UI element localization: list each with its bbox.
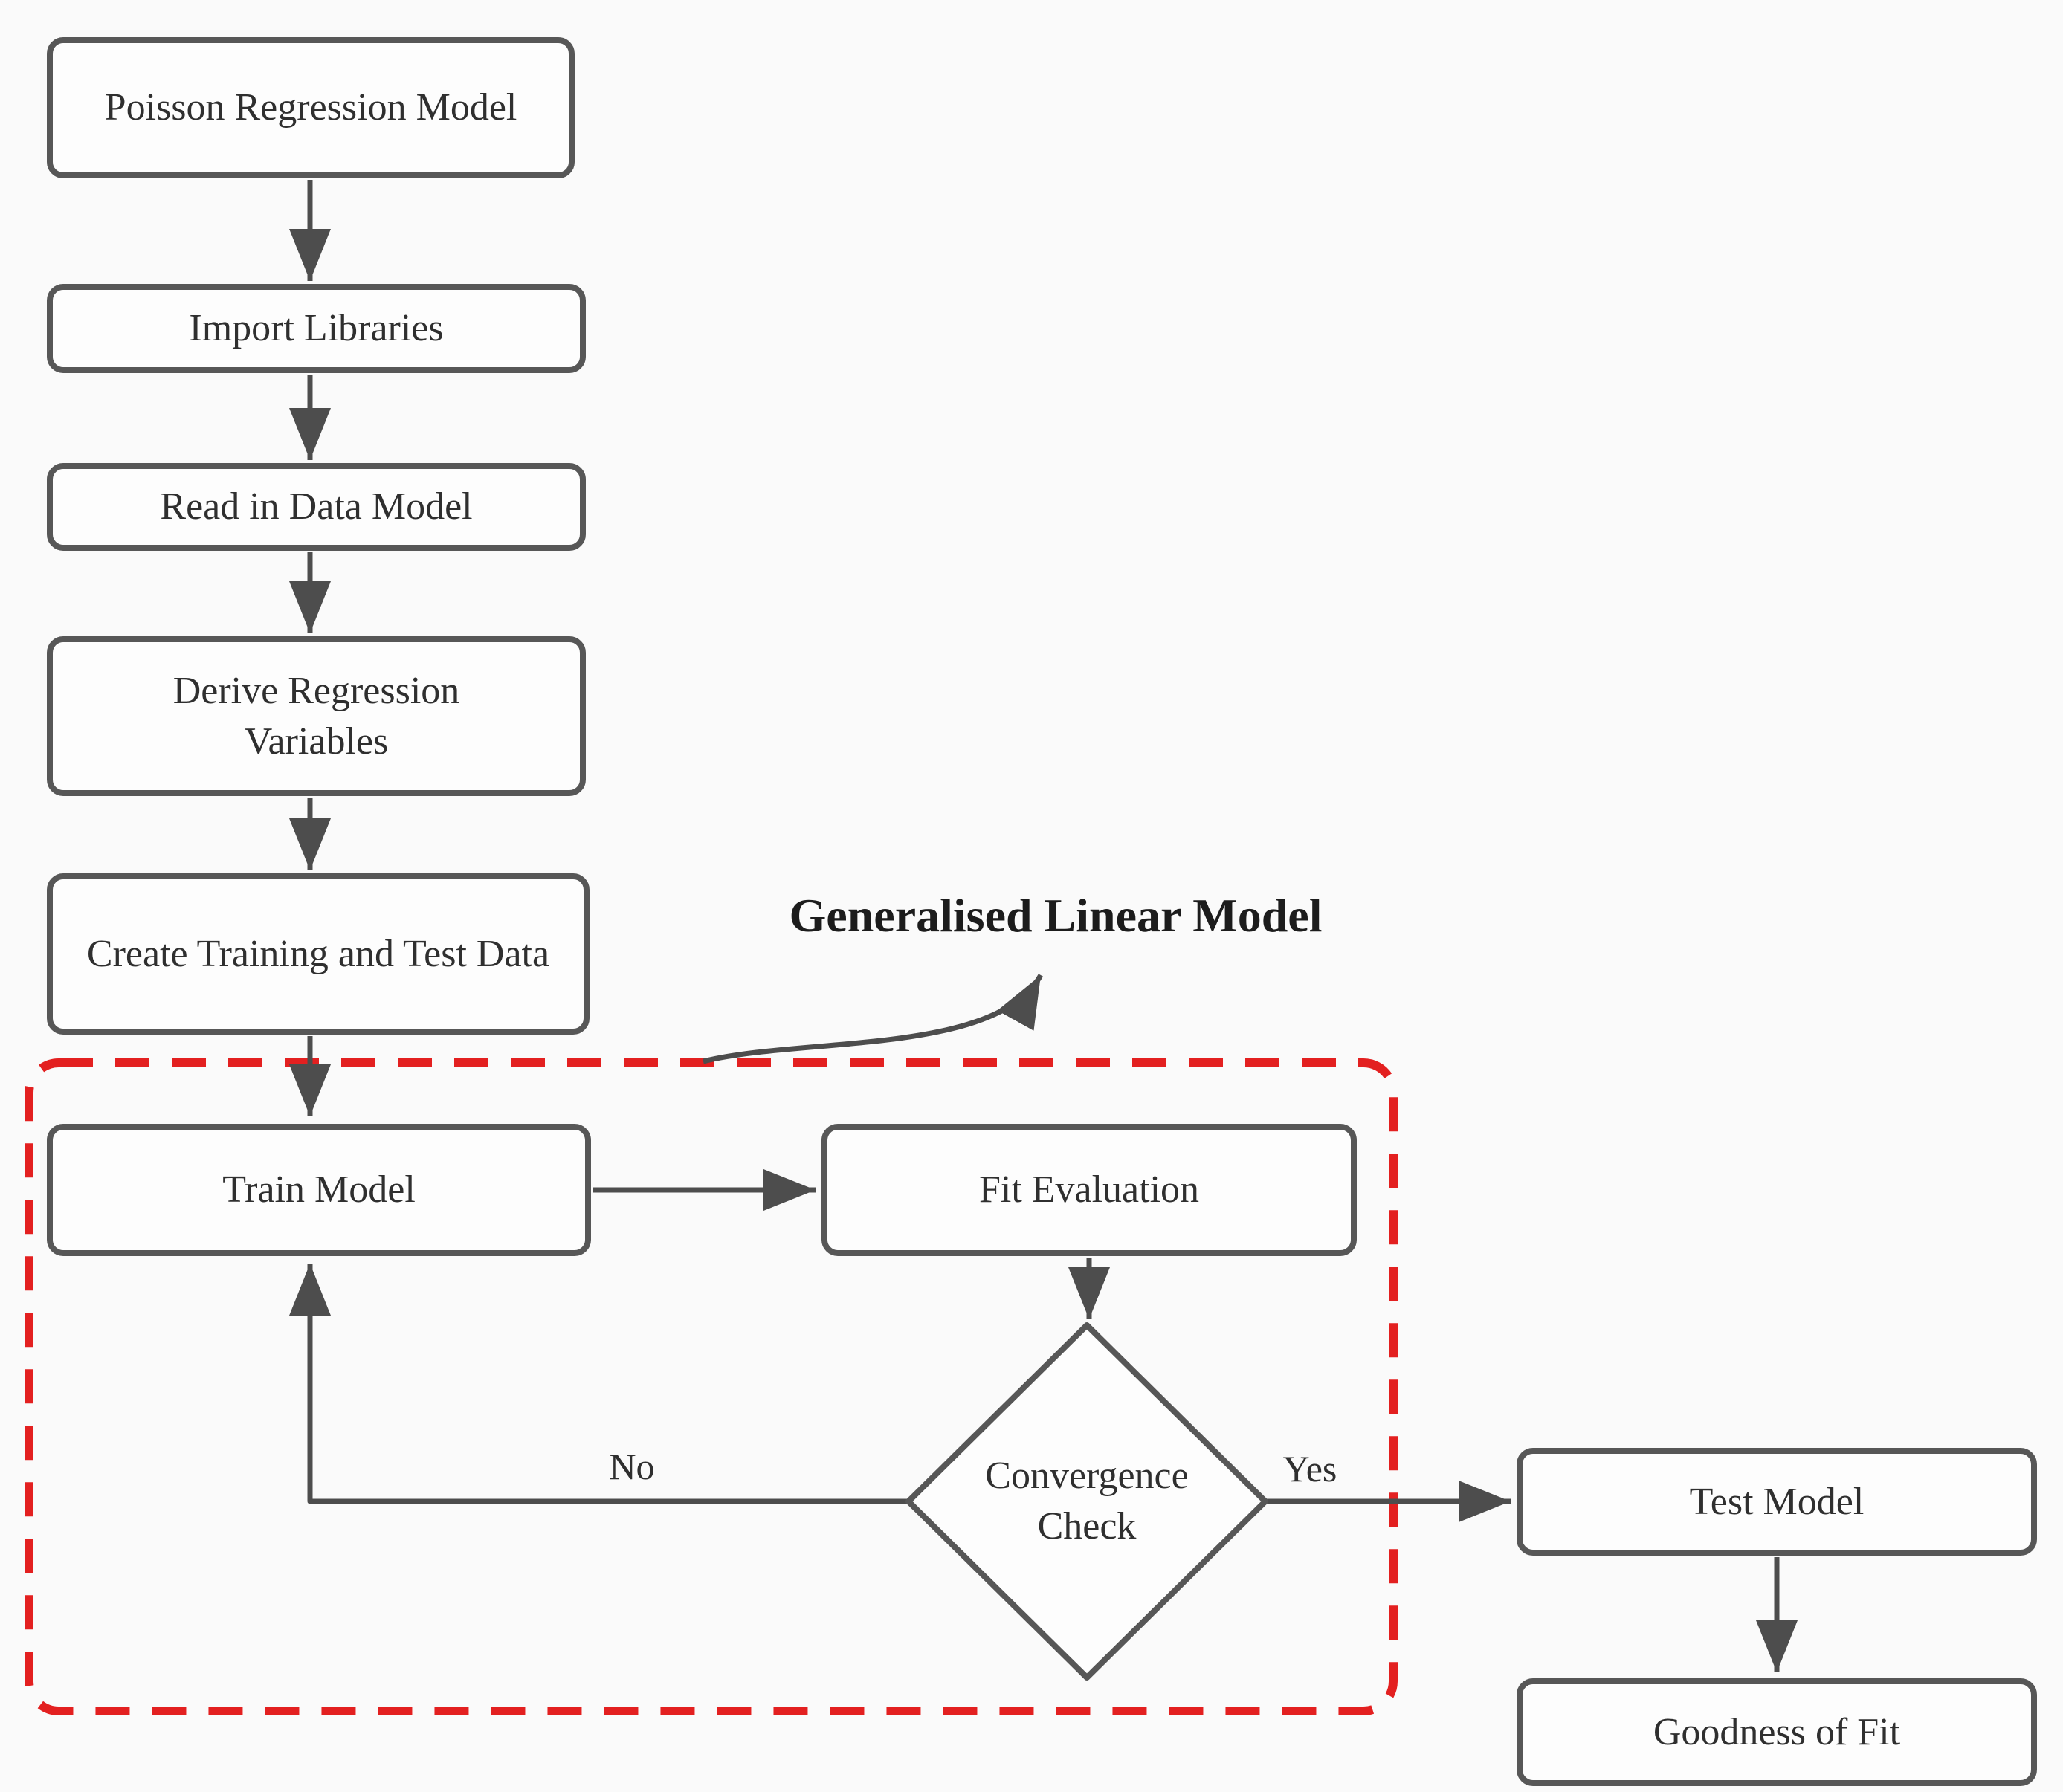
glm-boundary-box [25,1058,1398,1715]
node-read-in-data-model: Read in Data Model [47,463,586,551]
node-label: Train Model [222,1168,416,1212]
arrow-boundary-to-annotation [703,974,1044,1064]
edge-label-yes: Yes [1282,1448,1337,1489]
node-label: Convergence Check [985,1455,1189,1547]
node-label: Poisson Regression Model [104,86,517,129]
node-create-training-and-test-data: Create Training and Test Data [47,873,590,1035]
edge-label-no: No [609,1446,655,1487]
arrow-convergence-no-to-train [289,1264,908,1504]
node-test-model: Test Model [1517,1448,2037,1556]
node-poisson-regression-model: Poisson Regression Model [47,37,575,178]
node-label: Read in Data Model [160,485,473,528]
node-fit-evaluation: Fit Evaluation [821,1124,1357,1256]
node-label: Fit Evaluation [978,1168,1200,1212]
node-label: Import Libraries [189,307,444,350]
node-label: Create Training and Test Data [86,932,550,975]
node-derive-regression-variables: Derive Regression Variables [47,636,586,796]
glm-annotation-label: Generalised Linear Model [789,889,1323,942]
decision-diamond-shape [905,1322,1268,1681]
node-label: Derive Regression Variables [172,669,460,763]
node-label: Test Model [1689,1480,1865,1523]
node-train-model: Train Model [47,1124,591,1256]
node-goodness-of-fit: Goodness of Fit [1517,1678,2037,1786]
node-label: Goodness of Fit [1653,1710,1901,1753]
node-convergence-check: Convergence Check [908,1325,1265,1678]
node-import-libraries: Import Libraries [47,284,586,373]
